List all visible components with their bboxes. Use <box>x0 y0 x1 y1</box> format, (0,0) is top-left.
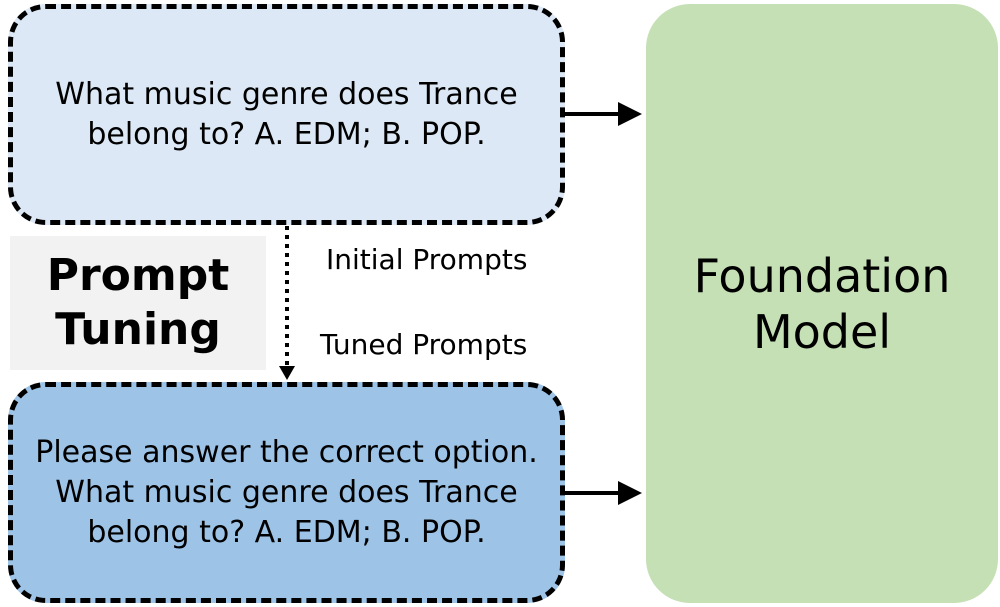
tuned-prompt-text: Please answer the correct option. What m… <box>35 434 538 550</box>
tuning-arrowhead-icon <box>279 366 295 380</box>
tuned-prompts-label: Tuned Prompts <box>320 328 528 361</box>
foundation-model-box: Foundation Model <box>646 4 998 603</box>
initial-prompt-text: What music genre does Trance belong to? … <box>55 76 518 152</box>
foundation-model-label: Foundation Model <box>693 248 951 359</box>
initial-prompt-box: What music genre does Trance belong to? … <box>8 4 565 225</box>
initial-prompts-label: Initial Prompts <box>326 243 528 276</box>
prompt-tuning-label: Prompt Tuning <box>46 250 230 355</box>
tuned-prompt-box: Please answer the correct option. What m… <box>8 382 565 603</box>
prompt-tuning-box: Prompt Tuning <box>10 236 266 370</box>
